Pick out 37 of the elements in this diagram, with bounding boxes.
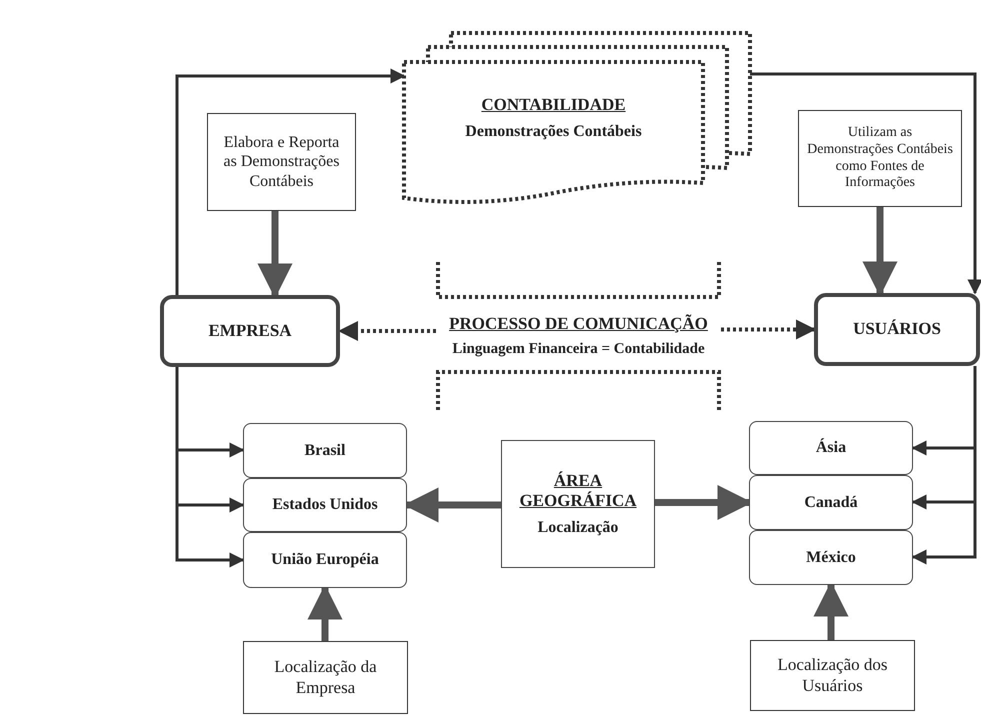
arrow [912, 366, 976, 564]
region-box [749, 421, 913, 475]
area-box [501, 440, 655, 568]
document-stack [404, 33, 750, 204]
node-label: Localização da Empresa [273, 657, 378, 698]
arrow [750, 72, 981, 294]
node-label: Canadá [804, 492, 858, 512]
subheading-text: Demonstrações Contábeis [465, 122, 642, 141]
node-label: União Européia [271, 550, 379, 570]
arrow [176, 367, 244, 568]
heading-text: PROCESSO DE COMUNICAÇÃO [449, 314, 708, 334]
node-label: Estados Unidos [272, 495, 378, 515]
node-label: Elabora e Reporta as Demonstrações Contábeis [222, 133, 340, 191]
country-box [749, 475, 913, 530]
arrow [338, 321, 436, 341]
entity-box [814, 293, 980, 366]
heading-text: CONTABILIDADE [481, 95, 626, 116]
country-box [243, 423, 407, 478]
node-label: Utilizam as Demonstrações Contábeis como Fontes de Informações [807, 124, 953, 192]
country-box [243, 478, 407, 532]
node-label: Localização dos Usuários [776, 655, 888, 696]
subheading-text: Localização [538, 518, 618, 537]
arrow [721, 320, 816, 340]
node-label: Brasil [304, 440, 346, 460]
country-box [243, 532, 407, 588]
node-label: México [806, 548, 856, 568]
note-box [750, 640, 915, 711]
country-box [749, 530, 913, 585]
entity-box [160, 295, 340, 367]
subheading-text: Linguagem Financeira = Contabilidade [452, 340, 705, 358]
note-box [243, 641, 408, 714]
node-label: Ásia [816, 438, 846, 458]
node-label: USUÁRIOS [853, 319, 941, 340]
heading-text: ÁREA GEOGRÁFICA [518, 471, 638, 512]
note-box [798, 110, 962, 207]
node-label: EMPRESA [208, 320, 292, 342]
note-box [207, 113, 356, 211]
